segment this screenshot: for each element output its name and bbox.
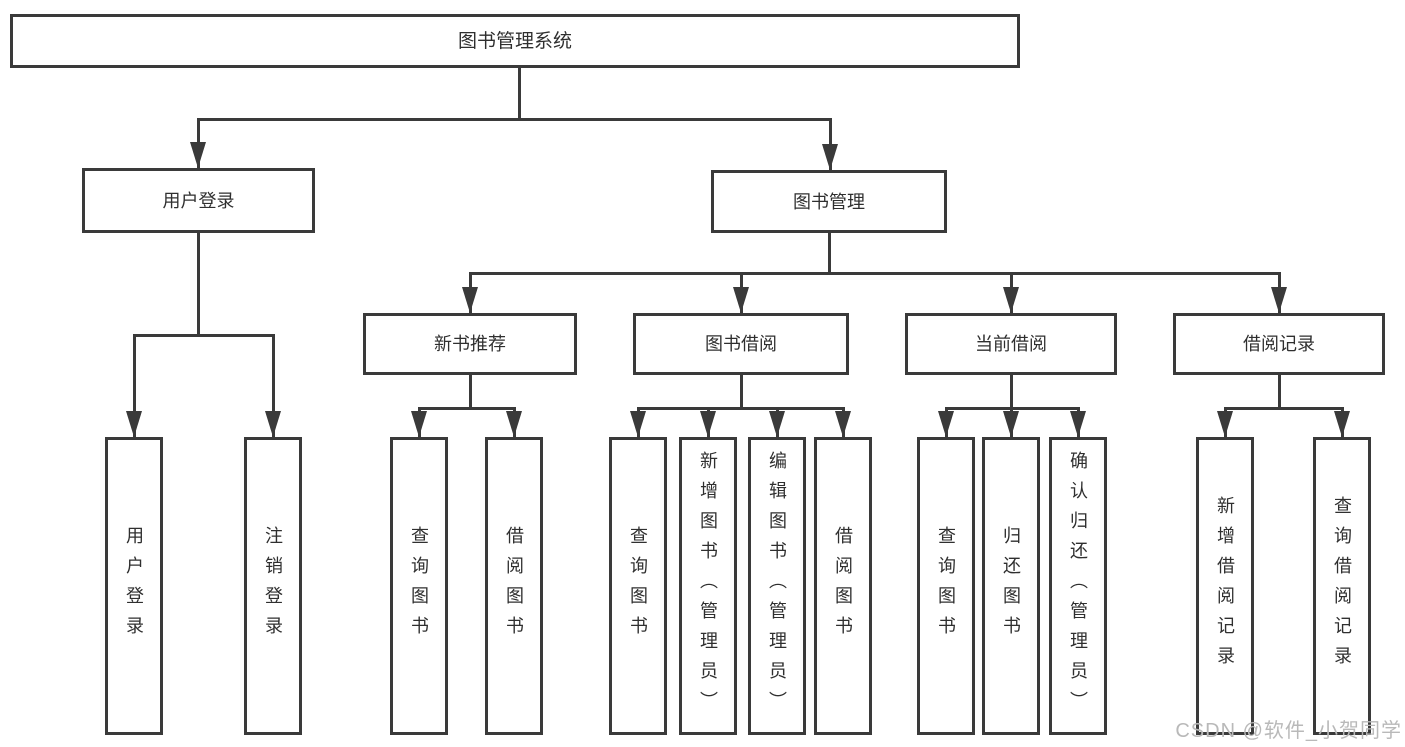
- leaf-logout: 注销登录: [244, 437, 302, 735]
- arrow-down-icon: [1070, 411, 1086, 437]
- leaf-user-login: 用户登录: [105, 437, 163, 735]
- arrow-down-icon: [1003, 287, 1019, 313]
- leaf-query-books-borrowing-label: 查询图书: [628, 526, 648, 646]
- node-current-borrowing-label: 当前借阅: [975, 334, 1047, 354]
- leaf-query-borrow-record-label: 查询借阅记录: [1332, 496, 1352, 676]
- arrow-down-icon: [1003, 411, 1019, 437]
- connector-rec-stem: [469, 375, 472, 409]
- leaf-borrow-books-borrowing: 借阅图书: [814, 437, 872, 735]
- leaf-query-books-current: 查询图书: [917, 437, 975, 735]
- arrow-down-icon: [835, 411, 851, 437]
- leaf-add-borrow-record: 新增借阅记录: [1196, 437, 1254, 735]
- arrow-down-icon: [506, 411, 522, 437]
- connector-login-rail: [133, 334, 275, 337]
- connector-root-stem: [518, 68, 521, 120]
- node-book-management: 图书管理: [711, 170, 947, 233]
- connector-borrow-rail: [637, 407, 845, 410]
- arrow-down-icon: [733, 287, 749, 313]
- csdn-watermark: CSDN @软件_小贺同学: [1175, 720, 1402, 742]
- connector-borrow-stem: [740, 375, 743, 409]
- leaf-logout-label: 注销登录: [263, 526, 283, 646]
- connector-mgmt-stem: [828, 233, 831, 275]
- leaf-edit-book-admin-label: 编辑图书（管理员）: [767, 451, 787, 721]
- leaf-add-book-admin: 新增图书（管理员）: [679, 437, 737, 735]
- connector-mgmt-rail: [469, 272, 1281, 275]
- arrow-down-icon: [265, 411, 281, 437]
- connector-records-stem: [1278, 375, 1281, 409]
- connector-records-rail: [1224, 407, 1344, 410]
- arrow-down-icon: [1271, 287, 1287, 313]
- leaf-query-books-recommend: 查询图书: [390, 437, 448, 735]
- leaf-borrow-books-recommend: 借阅图书: [485, 437, 543, 735]
- connector-drop-leaf-logout: [272, 334, 275, 437]
- leaf-confirm-return-admin: 确认归还（管理员）: [1049, 437, 1107, 735]
- leaf-return-book: 归还图书: [982, 437, 1040, 735]
- arrow-down-icon: [769, 411, 785, 437]
- node-user-login: 用户登录: [82, 168, 315, 233]
- node-new-book-recommend: 新书推荐: [363, 313, 577, 375]
- connector-drop-leaf-user-login: [133, 334, 136, 437]
- leaf-user-login-label: 用户登录: [124, 526, 144, 646]
- node-book-borrowing-label: 图书借阅: [705, 334, 777, 354]
- leaf-borrow-books-recommend-label: 借阅图书: [504, 526, 524, 646]
- connector-current-stem: [1010, 375, 1013, 409]
- connector-rec-rail: [418, 407, 516, 410]
- leaf-query-books-borrowing: 查询图书: [609, 437, 667, 735]
- node-borrowing-records-label: 借阅记录: [1243, 334, 1315, 354]
- leaf-query-borrow-record: 查询借阅记录: [1313, 437, 1371, 735]
- arrow-down-icon: [822, 144, 838, 170]
- leaf-return-book-label: 归还图书: [1001, 526, 1021, 646]
- node-new-book-recommend-label: 新书推荐: [434, 334, 506, 354]
- leaf-add-borrow-record-label: 新增借阅记录: [1215, 496, 1235, 676]
- arrow-down-icon: [126, 411, 142, 437]
- leaf-add-book-admin-label: 新增图书（管理员）: [698, 451, 718, 721]
- leaf-edit-book-admin: 编辑图书（管理员）: [748, 437, 806, 735]
- arrow-down-icon: [700, 411, 716, 437]
- arrow-down-icon: [1217, 411, 1233, 437]
- node-system: 图书管理系统: [10, 14, 1020, 68]
- node-system-label: 图书管理系统: [457, 30, 572, 52]
- arrow-down-icon: [411, 411, 427, 437]
- arrow-down-icon: [462, 287, 478, 313]
- connector-login-stem: [197, 233, 200, 336]
- arrow-down-icon: [190, 142, 206, 168]
- leaf-query-books-recommend-label: 查询图书: [409, 526, 429, 646]
- arrow-down-icon: [630, 411, 646, 437]
- arrow-down-icon: [938, 411, 954, 437]
- leaf-query-books-current-label: 查询图书: [936, 526, 956, 646]
- leaf-borrow-books-borrowing-label: 借阅图书: [833, 526, 853, 646]
- node-current-borrowing: 当前借阅: [905, 313, 1117, 375]
- connector-level2-rail: [197, 118, 832, 121]
- arrow-down-icon: [1334, 411, 1350, 437]
- node-book-management-label: 图书管理: [793, 191, 865, 212]
- node-user-login-label: 用户登录: [162, 190, 235, 211]
- leaf-confirm-return-admin-label: 确认归还（管理员）: [1068, 451, 1088, 721]
- node-borrowing-records: 借阅记录: [1173, 313, 1385, 375]
- node-book-borrowing: 图书借阅: [633, 313, 849, 375]
